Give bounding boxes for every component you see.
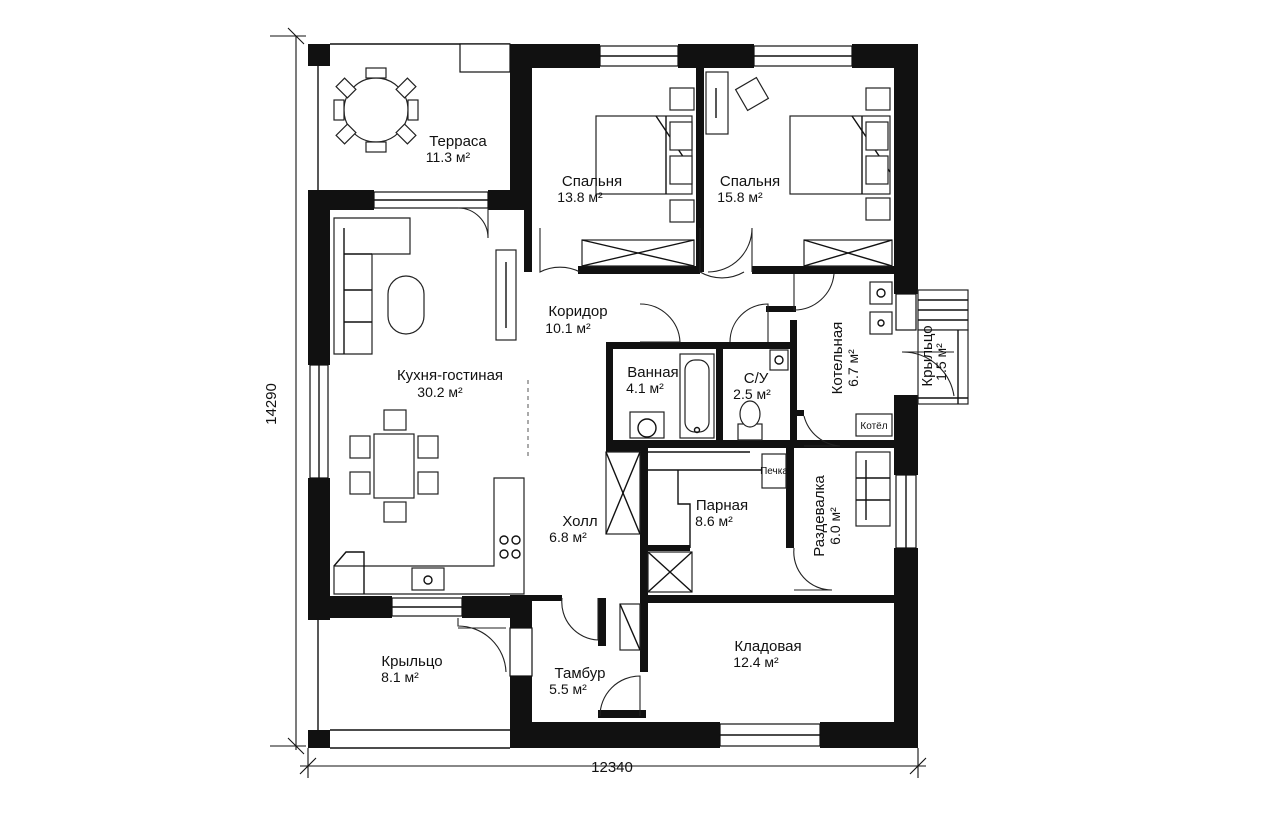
room-area-steam: 8.6 м²: [695, 513, 733, 529]
room-name-front-porch: Крыльцо: [381, 653, 442, 670]
doors: [457, 207, 955, 717]
boiler-tag: [855, 413, 893, 437]
room-name-storage: Кладовая: [734, 638, 801, 655]
room-name-hall: Холл: [562, 513, 597, 530]
room-area-dressing: 6.0 м²: [827, 507, 843, 545]
room-area-wc: 2.5 м²: [733, 386, 771, 402]
room-name-dressing: Раздевалка: [811, 475, 828, 557]
stove-icon: [761, 453, 787, 489]
room-name-side-porch: Крыльцо: [919, 325, 936, 386]
room-area-bedroom-1: 13.8 м²: [557, 189, 603, 205]
boiler-equipment: Котёл: [855, 281, 893, 437]
room-name-terrace: Терраса: [429, 133, 487, 150]
door-icon: [457, 207, 489, 239]
room-area-bedroom-2: 15.8 м²: [717, 189, 763, 205]
dining-table-icon: [333, 67, 419, 153]
kitchen-counter: [333, 477, 525, 595]
outdoor-outlines: [317, 43, 969, 749]
dining-table-icon: [349, 380, 529, 523]
steam-room-fixtures: Печка: [647, 451, 788, 593]
room-area-boiler: 6.7 м²: [845, 349, 861, 387]
wardrobe: [605, 451, 641, 651]
room-area-front-porch: 8.1 м²: [381, 669, 419, 685]
room-area-side-porch: 1.5 м²: [933, 343, 949, 381]
room-area-storage: 12.4 м²: [733, 654, 779, 670]
exterior-walls: [308, 44, 918, 748]
interior-walls: [524, 66, 896, 718]
bed-icon: [705, 71, 893, 267]
room-area-corridor: 10.1 м²: [545, 320, 591, 336]
sofa-icon: [333, 217, 517, 355]
room-labels: Терраса 11.3 м² Спальня 13.8 м² Спальня …: [381, 133, 949, 697]
room-name-corridor: Коридор: [548, 303, 607, 320]
room-name-steam: Парная: [696, 497, 748, 514]
room-name-boiler: Котельная: [829, 322, 846, 395]
room-name-vestibule: Тамбур: [555, 665, 606, 682]
room-area-hall: 6.8 м²: [549, 529, 587, 545]
room-area-kitchen: 30.2 м²: [417, 384, 463, 400]
boiler-label: Котёл: [860, 421, 887, 432]
dimension-lines: 14290 12340: [263, 27, 927, 778]
room-name-bedroom-2: Спальня: [720, 173, 780, 190]
shower-icon: [647, 551, 693, 593]
dimension-height: 14290: [263, 383, 280, 425]
sofa-icon: [855, 451, 891, 527]
stove-label: Печка: [760, 466, 788, 477]
dimension-width: 12340: [591, 759, 633, 776]
sink-icon: [629, 411, 665, 439]
room-area-bathroom: 4.1 м²: [626, 380, 664, 396]
toilet-icon: [737, 349, 789, 441]
room-area-vestibule: 5.5 м²: [549, 681, 587, 697]
bathtub-icon: [679, 353, 715, 439]
room-area-terrace: 11.3 м²: [426, 149, 471, 165]
bed-icon: [581, 87, 695, 267]
sink-icon: [411, 567, 445, 591]
stove-icon: [499, 535, 521, 559]
room-name-kitchen: Кухня-гостиная: [397, 367, 503, 384]
room-name-bedroom-1: Спальня: [562, 173, 622, 190]
room-name-wc: С/У: [744, 370, 769, 387]
room-name-bathroom: Ванная: [627, 364, 678, 381]
sink-icon: [769, 349, 789, 371]
windows: [309, 45, 917, 747]
